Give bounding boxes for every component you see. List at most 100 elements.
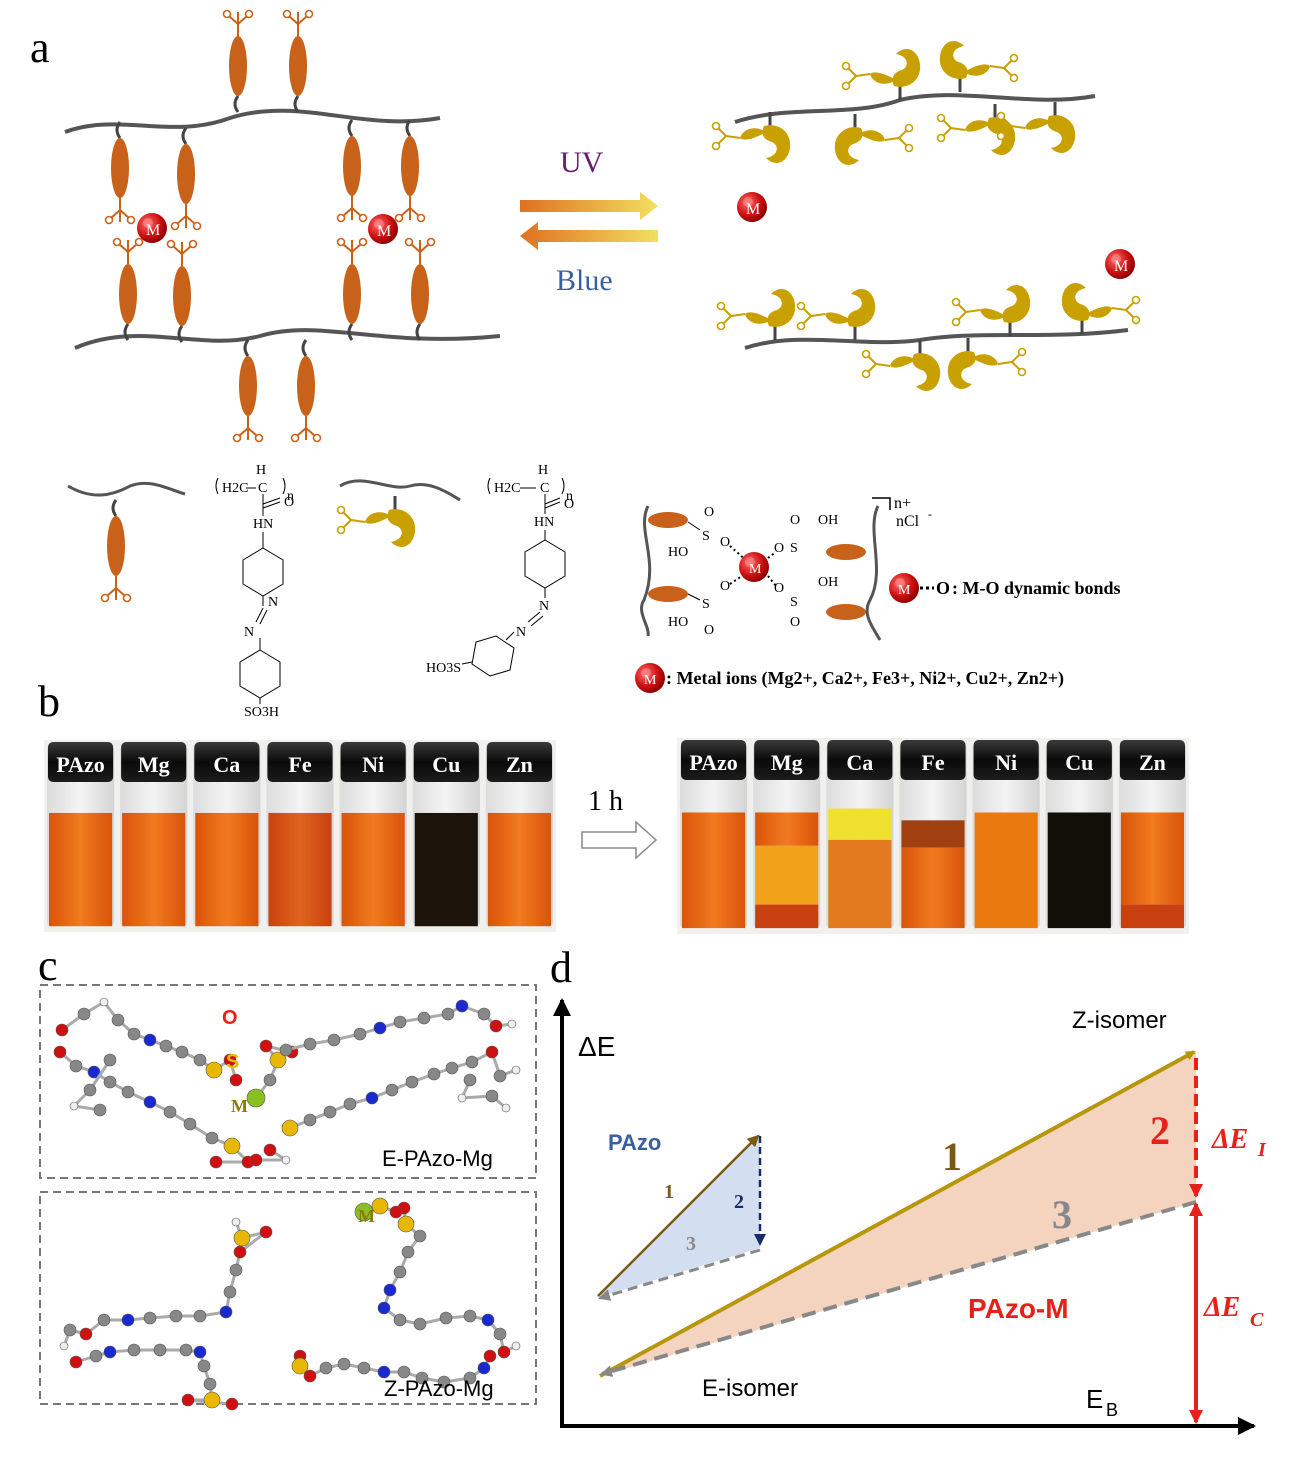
delta-ei-label: ΔE [1211, 1124, 1248, 1155]
atom [103, 1075, 117, 1089]
svg-text:HN: HN [534, 515, 554, 530]
svg-text:-: - [928, 507, 932, 521]
vial: PAzo [47, 742, 115, 927]
path-3-small [598, 1248, 761, 1301]
svg-text:N: N [516, 625, 526, 640]
x-axis-label: E [1086, 1384, 1103, 1414]
vial-label: Mg [138, 752, 170, 777]
atom [383, 1283, 397, 1297]
m-atom-label: M [231, 1096, 248, 1116]
uv-label: UV [560, 146, 604, 179]
polymer-chain-z-bottom [744, 328, 1129, 350]
e-azo-unit [290, 338, 322, 443]
atom [121, 1313, 135, 1327]
z-azo-unit [861, 338, 942, 393]
atom [121, 1085, 135, 1099]
z-azo-unit [711, 110, 792, 165]
atom [111, 1013, 125, 1027]
legend-m-o-bond: M O : M-O dynamic bonds [889, 573, 1121, 603]
atom [69, 1059, 83, 1073]
blue-label: Blue [556, 264, 613, 297]
svg-text:O: O [774, 581, 784, 596]
atom [463, 1309, 477, 1323]
svg-text:HO: HO [668, 615, 688, 630]
atom [413, 1229, 427, 1243]
chem-structure-z: H2C H C n O HN N N HO3S [426, 463, 574, 677]
legend-e-unit [67, 481, 186, 603]
vial-label: Mg [771, 750, 803, 775]
polymer-chain-top [64, 108, 441, 134]
vial: Fe [266, 742, 334, 927]
svg-text:S: S [702, 529, 710, 544]
atom [229, 1073, 243, 1087]
atom [441, 1007, 455, 1021]
big-1-label: 1 [942, 1134, 962, 1179]
atom [79, 1327, 93, 1341]
atom [389, 1205, 403, 1219]
vial-label: Zn [1139, 750, 1166, 775]
atom [493, 1327, 507, 1341]
atom [263, 1143, 277, 1157]
atom [193, 1053, 207, 1067]
svg-text:2: 2 [734, 1191, 744, 1213]
vial: Zn [485, 742, 553, 927]
svg-text:3: 3 [686, 1233, 696, 1255]
svg-text:M: M [644, 673, 657, 688]
svg-text:O: O [936, 578, 950, 598]
atom [233, 1245, 247, 1259]
svg-text:HN: HN [253, 517, 273, 532]
atom [59, 1341, 69, 1351]
atom [127, 1343, 141, 1357]
svg-text:M: M [898, 583, 911, 598]
svg-text:H: H [256, 463, 266, 478]
vial: Mg [753, 740, 821, 929]
z-pazo-mg-model [59, 1197, 521, 1411]
atom [193, 1309, 207, 1323]
svg-text:HO3S: HO3S [426, 661, 461, 676]
z-pazo-mg-label: Z-PAzo-Mg [384, 1376, 494, 1401]
vial: Ni [972, 740, 1040, 929]
time-label: 1 h [588, 786, 623, 817]
atom [281, 1119, 299, 1137]
time-arrow: 1 h [581, 786, 658, 860]
atom [223, 1285, 237, 1299]
vial: Ni [339, 742, 407, 927]
atom [229, 1263, 243, 1277]
svg-text:n: n [566, 489, 573, 504]
atom [354, 1202, 374, 1222]
svg-text:O: O [720, 535, 730, 550]
vial: Mg [120, 742, 188, 927]
svg-text:M: M [749, 562, 762, 577]
atom [291, 1357, 309, 1375]
atom [393, 1265, 407, 1279]
atom [445, 1061, 459, 1075]
atom [371, 1197, 389, 1215]
atom [501, 1103, 511, 1113]
atom [377, 1365, 391, 1379]
atom [143, 1311, 157, 1325]
atom [353, 1027, 367, 1041]
atom [303, 1369, 317, 1383]
atom [405, 1075, 419, 1089]
atom [497, 1345, 511, 1359]
atom [193, 1345, 207, 1359]
svg-text:C: C [540, 481, 549, 496]
e-pazo-mg-label: E-PAzo-Mg [382, 1146, 493, 1171]
atom [179, 1343, 193, 1357]
atom [246, 1088, 266, 1108]
svg-text:H: H [538, 463, 548, 478]
pazo-label: PAzo [608, 1130, 661, 1155]
e-azo-unit [170, 126, 202, 231]
vial: Ca [826, 740, 894, 929]
atom [463, 1371, 477, 1385]
svg-text:nCl: nCl [896, 513, 920, 530]
atom [279, 1043, 293, 1057]
atom [223, 1137, 241, 1155]
vial-label: Ni [362, 752, 384, 777]
atom [477, 1361, 491, 1375]
svg-text:OH: OH [818, 575, 838, 590]
photoswitch-arrows: UV Blue [520, 146, 658, 297]
atom [77, 1007, 91, 1021]
panel-label-d: d [550, 943, 572, 992]
